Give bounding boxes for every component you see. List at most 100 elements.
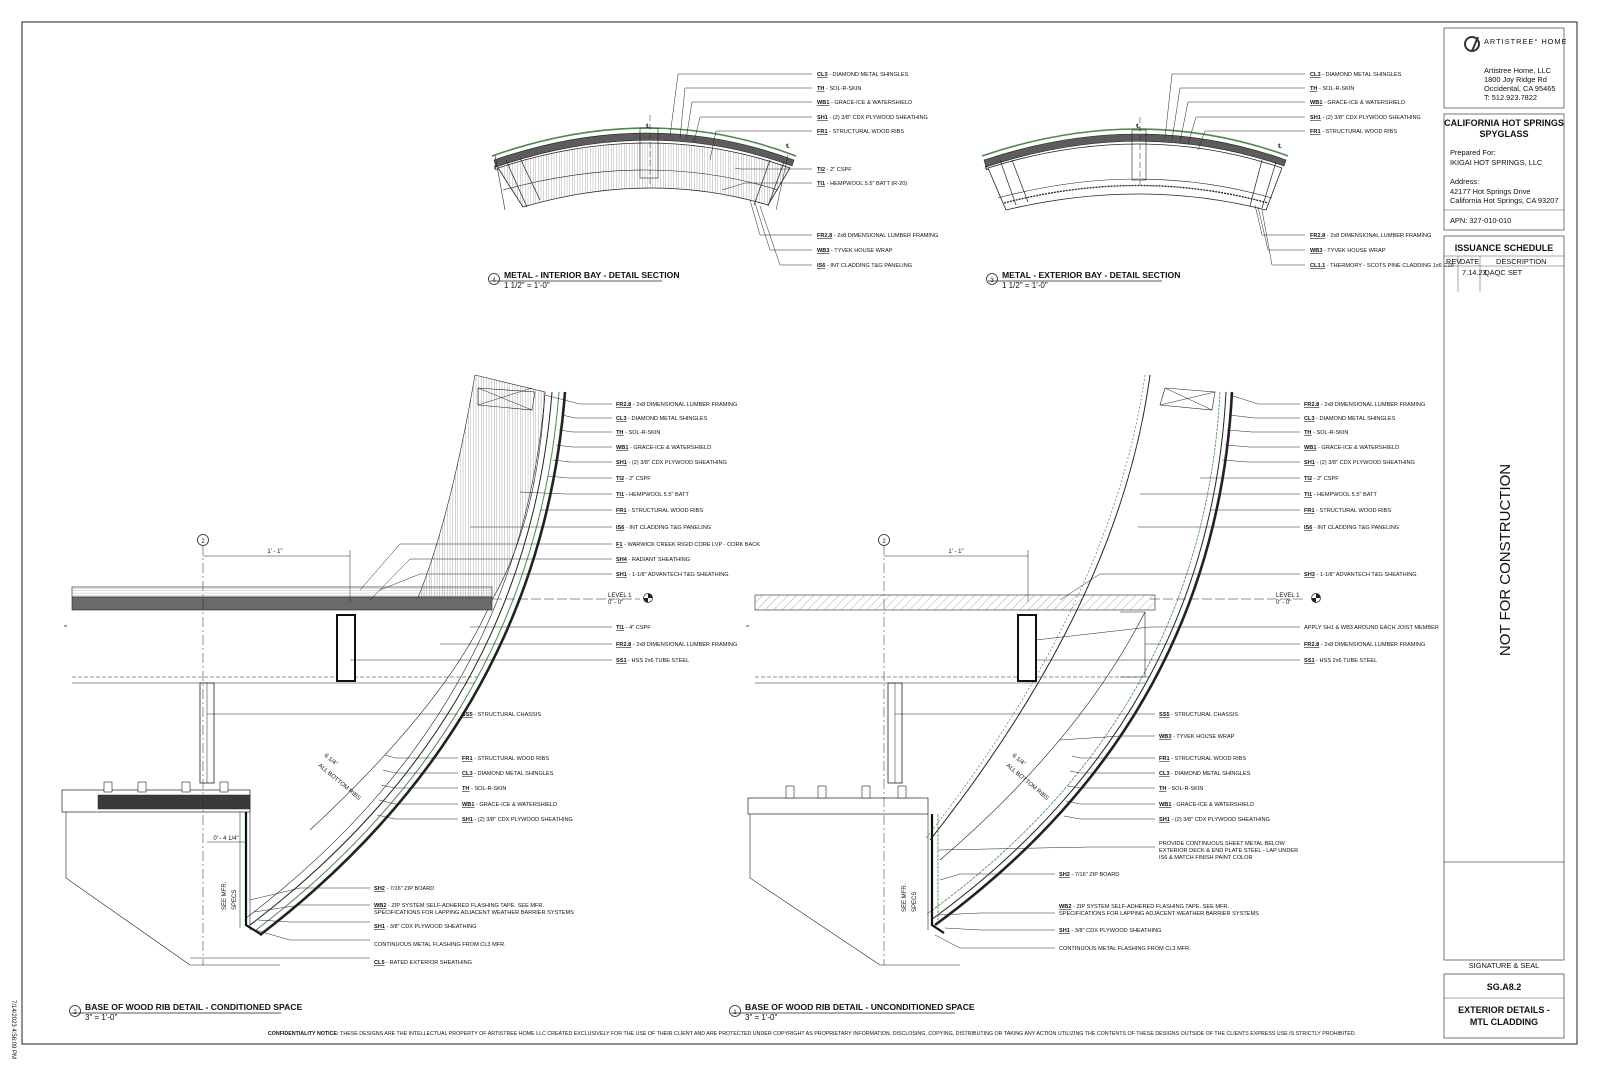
svg-text:SH1 - (2) 3/8" CDX PLYWOOD SHE: SH1 - (2) 3/8" CDX PLYWOOD SHEATHING <box>1310 115 1421 121</box>
d3-label-code: WB3 <box>1310 248 1322 254</box>
svg-text:TI2 - 2" CSPF: TI2 - 2" CSPF <box>817 167 852 173</box>
svg-text:SH1 - (2) 3/8" CDX PLYWOOD SHE: SH1 - (2) 3/8" CDX PLYWOOD SHEATHING <box>1159 817 1270 823</box>
d3-scale: 1 1/2" = 1'-0" <box>1002 281 1048 290</box>
d1-dim-arc-2: ALL BOTTOM RIBS <box>1005 763 1050 802</box>
d2-label-code: WB1 <box>462 802 474 808</box>
svg-text:TI1 - HEMPWOOL 5.5" BATT (R-20: TI1 - HEMPWOOL 5.5" BATT (R-20) <box>817 181 907 187</box>
d3-label-text: - STRUCTURAL WOOD RIBS <box>1321 129 1398 135</box>
d2-label-text: - (2) 3/8" CDX PLYWOOD SHEATHING <box>627 460 727 466</box>
d2-label-code: TH <box>462 786 469 792</box>
d1-label-text: - SOL-R-SKIN <box>1311 430 1348 436</box>
d3-label-text: - SOL-R-SKIN <box>1317 86 1354 92</box>
d1-label-text-2: SPECIFICATIONS FOR LAPPING ADJACENT WEAT… <box>1059 911 1259 917</box>
d2-dim-1: 1' - 1" <box>267 549 282 555</box>
logo-text: ARTISTREE° HOME <box>1484 37 1568 46</box>
title-block: ARTISTREE° HOME Artistree Home, LLC 1800… <box>1443 27 1568 1039</box>
d2-title: BASE OF WOOD RIB DETAIL - CONDITIONED SP… <box>85 1002 303 1012</box>
d1-label-code: SS1 <box>1304 658 1315 664</box>
d2-label-text: - STRUCTURAL CHASSIS <box>473 712 542 718</box>
d1-label-code: IS6 <box>1304 525 1312 531</box>
detail-2-title: 2 BASE OF WOOD RIB DETAIL - CONDITIONED … <box>69 1002 303 1022</box>
d2-label-code: TH <box>616 430 623 436</box>
d1-note-line: IS6 & MATCH FINISH PAINT COLOR <box>1159 855 1253 861</box>
d1-label-text: - TYVEK HOUSE WRAP <box>1171 734 1234 740</box>
sheet-border <box>21 21 1578 1045</box>
detail-2-drawing: 2 1' - 1" 0' - 4 1/4" 6 1/4" ALL BOTTOM … <box>61 374 653 966</box>
svg-text:FR1 - STRUCTURAL WOOD RIBS: FR1 - STRUCTURAL WOOD RIBS <box>1304 508 1391 514</box>
d1-label-text: - GRACE-ICE & WATERSHIELD <box>1316 445 1399 451</box>
svg-text:TH - SOL-R-SKIN: TH - SOL-R-SKIN <box>462 786 506 792</box>
d1-label-code: TH <box>1304 430 1311 436</box>
d2-label-code: TI1 <box>616 492 624 498</box>
d2-label-text: - HEMPWOOL 5.5" BATT <box>624 492 689 498</box>
d2-level-elev: 0' - 0" <box>608 600 623 606</box>
d4-label-code: IS6 <box>817 263 825 269</box>
signature-label: SIGNATURE & SEAL <box>1469 961 1540 970</box>
d1-label-code: FR2.8 <box>1304 402 1319 408</box>
svg-text:TI1 - HEMPWOOL 5.5" BATT: TI1 - HEMPWOOL 5.5" BATT <box>616 492 689 498</box>
d4-label-code: FR1 <box>817 129 828 135</box>
d2-label-text: - RADIANT SHEATHING <box>627 557 690 563</box>
confidentiality-label: CONFIDENTIALITY NOTICE: <box>268 1031 339 1037</box>
svg-text:TI2 - 2" CSPF: TI2 - 2" CSPF <box>616 476 651 482</box>
d1-title: BASE OF WOOD RIB DETAIL - UNCONDITIONED … <box>745 1002 975 1012</box>
issuance-row-date: 7.14.23 <box>1462 268 1487 277</box>
d2-label-code: FR1 <box>616 508 627 514</box>
svg-text:FR2.8 - 2x8 DIMENSIONAL LUMBER: FR2.8 - 2x8 DIMENSIONAL LUMBER FRAMING <box>817 233 938 239</box>
d4-label-code: TI1 <box>817 181 825 187</box>
svg-text:SH1 - 3/8" CDX PLYWOOD SHEATHI: SH1 - 3/8" CDX PLYWOOD SHEATHING <box>374 924 477 930</box>
project-name-1: CALIFORNIA HOT SPRINGS <box>1444 118 1564 128</box>
d3-label-text: - (2) 3/8" CDX PLYWOOD SHEATHING <box>1321 115 1421 121</box>
d1-specs-1: SEE MFR. <box>902 883 908 912</box>
d2-label-text: CONTINUOUS METAL FLASHING FROM CL3 MFR. <box>374 942 506 948</box>
svg-text:FR2.8 - 2x8 DIMENSIONAL LUMBER: FR2.8 - 2x8 DIMENSIONAL LUMBER FRAMING <box>1304 642 1425 648</box>
d4-scale: 1 1/2" = 1'-0" <box>504 281 550 290</box>
svg-text:IS6 - INT CLADDING T&G PANELIN: IS6 - INT CLADDING T&G PANELING <box>1304 525 1399 531</box>
issuance-header-date: DATE <box>1460 257 1479 266</box>
svg-text:TH - SOL-R-SKIN: TH - SOL-R-SKIN <box>616 430 660 436</box>
svg-text:SH4 - RADIANT SHEATHING: SH4 - RADIANT SHEATHING <box>616 557 690 563</box>
project-name-2: SPYGLASS <box>1479 129 1528 139</box>
d2-label-text: - ZIP SYSTEM SELF-ADHERED FLASHING TAPE.… <box>386 903 544 909</box>
svg-text:℄: ℄ <box>1277 144 1282 150</box>
d2-label-text: - 2" CSPF <box>624 476 651 482</box>
detail-4-labels: CL3 - DIAMOND METAL SHINGLES TH - SOL-R-… <box>817 72 938 269</box>
d2-label-text: - (2) 3/8" CDX PLYWOOD SHEATHING <box>473 817 573 823</box>
d1-label-code: SH2 <box>1059 872 1070 878</box>
svg-text:SS5 - STRUCTURAL CHASSIS: SS5 - STRUCTURAL CHASSIS <box>1159 712 1238 718</box>
d2-label-text: - STRUCTURAL WOOD RIBS <box>627 508 704 514</box>
d1-label-code: WB2 <box>1059 904 1071 910</box>
svg-text:TH - SOL-R-SKIN: TH - SOL-R-SKIN <box>1310 86 1354 92</box>
svg-text:TH - SOL-R-SKIN: TH - SOL-R-SKIN <box>817 86 861 92</box>
d1-label-code: SH1 <box>1159 817 1170 823</box>
issuance-header-rev: REV <box>1446 257 1461 266</box>
detail-1-title: 1 BASE OF WOOD RIB DETAIL - UNCONDITIONE… <box>729 1002 975 1022</box>
d4-label-code: TI2 <box>817 167 825 173</box>
svg-text:CL3 - DIAMOND METAL SHINGLES: CL3 - DIAMOND METAL SHINGLES <box>616 416 708 422</box>
d2-label-text: - GRACE-ICE & WATERSHIELD <box>474 802 557 808</box>
d1-label-text: - 3/8" CDX PLYWOOD SHEATHING <box>1070 928 1162 934</box>
d1-label-text: - INT CLADDING T&G PANELING <box>1312 525 1399 531</box>
sheet-title-1: EXTERIOR DETAILS - <box>1458 1005 1550 1015</box>
d2-specs-2: SPECS <box>232 890 238 910</box>
company-line: T: 512.923.7822 <box>1484 93 1537 102</box>
d2-label-text: - 3/8" CDX PLYWOOD SHEATHING <box>385 924 477 930</box>
d1-label-code: SH3 <box>1304 572 1315 578</box>
d1-label-code: SH1 <box>1304 460 1315 466</box>
svg-text:CL3 - DIAMOND METAL SHINGLES: CL3 - DIAMOND METAL SHINGLES <box>1310 72 1402 78</box>
logo-mark-icon <box>1464 36 1480 52</box>
d1-label-text: - 2x8 DIMENSIONAL LUMBER FRAMING <box>1319 402 1425 408</box>
svg-text:WB1 - GRACE-ICE & WATERSHIELD: WB1 - GRACE-ICE & WATERSHIELD <box>817 100 912 106</box>
svg-text:℄: ℄ <box>785 144 790 150</box>
d1-label-code: FR1 <box>1304 508 1315 514</box>
svg-text:SH1 - (2) 3/8" CDX PLYWOOD SHE: SH1 - (2) 3/8" CDX PLYWOOD SHEATHING <box>616 460 727 466</box>
svg-text:FR2.8 - 2x8 DIMENSIONAL LUMBER: FR2.8 - 2x8 DIMENSIONAL LUMBER FRAMING <box>1310 233 1431 239</box>
svg-text:IS6 - INT CLADDING T&G PANELIN: IS6 - INT CLADDING T&G PANELING <box>616 525 711 531</box>
d3-label-code: WB1 <box>1310 100 1322 106</box>
d4-label-text: - 2" CSPF <box>825 167 852 173</box>
d2-label-text: - 1-1/8" ADVANTECH T&G SHEATHING <box>627 572 729 578</box>
d2-label-code: TI1 <box>616 625 624 631</box>
d4-label-text: - GRACE-ICE & WATERSHIELD <box>829 100 912 106</box>
d4-label-text: - SOL-R-SKIN <box>824 86 861 92</box>
svg-text:TH - SOL-R-SKIN: TH - SOL-R-SKIN <box>1304 430 1348 436</box>
